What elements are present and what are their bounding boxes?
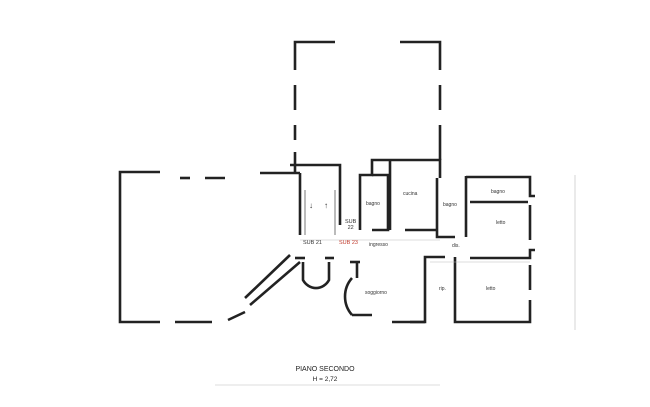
stair-down-arrow-icon: ↓ — [309, 201, 313, 210]
room-label-ingresso: ingresso — [369, 242, 388, 248]
room-label-dis: dis. — [452, 243, 460, 249]
floor-height: H = 2,72 — [312, 376, 338, 383]
sub22-line2: 22 — [347, 225, 354, 231]
room-label-rip: rip. — [439, 286, 446, 292]
room-label-letto-lower: letto — [486, 286, 496, 292]
room-label-letto-upper: letto — [496, 220, 506, 226]
unit-label-sub23: SUB 23 — [339, 240, 358, 246]
stair-up-arrow-icon: ↑ — [324, 201, 328, 210]
floor-title: PIANO SECONDO — [295, 366, 355, 373]
left-wing-walls — [118, 170, 301, 324]
room-label-bagno-center: bagno — [443, 202, 457, 208]
sub22-line1: SUB — [345, 219, 357, 225]
top-wing-walls — [293, 40, 442, 173]
room-label-cucina: cucina — [403, 191, 418, 197]
stair-walls: ↓ ↑ — [290, 163, 342, 290]
unit-label-sub21: SUB 21 — [303, 240, 322, 246]
apartment-walls — [300, 158, 535, 324]
room-label-soggiorno: soggiorno — [365, 290, 387, 296]
room-label-bagno-left: bagno — [366, 201, 380, 207]
room-label-bagno-right: bagno — [491, 189, 505, 195]
